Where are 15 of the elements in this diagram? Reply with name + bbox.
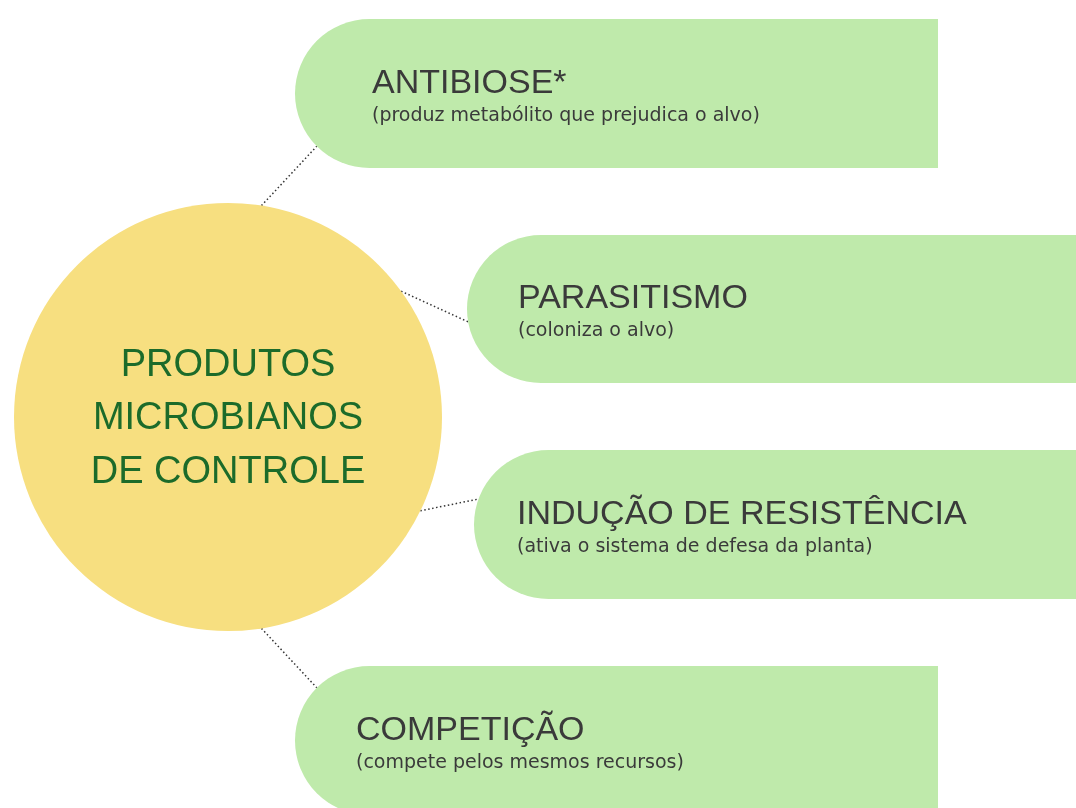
- heading: PARASITISMO: [518, 276, 749, 318]
- heading: COMPETIÇÃO: [356, 707, 586, 749]
- rounded-box: [467, 235, 1076, 383]
- description: (ativa o sistema de defesa da planta): [517, 532, 874, 558]
- heading: ANTIBIOSE*: [372, 60, 568, 102]
- heading: INDUÇÃO DE RESISTÊNCIA: [517, 491, 968, 533]
- rounded-box: [295, 19, 938, 168]
- center-title: PRODUTOS MICROBIANOS DE CONTROLE: [89, 341, 367, 493]
- description: (coloniza o alvo): [518, 317, 676, 342]
- dotted-connector: [419, 498, 480, 512]
- dotted-connector: [260, 145, 318, 207]
- rounded-box: [295, 666, 938, 808]
- description: (compete pelos mesmos recursos): [356, 748, 685, 774]
- description: (produz metabólito que prejudica o alvo): [372, 101, 761, 127]
- rounded-box: [474, 450, 1076, 599]
